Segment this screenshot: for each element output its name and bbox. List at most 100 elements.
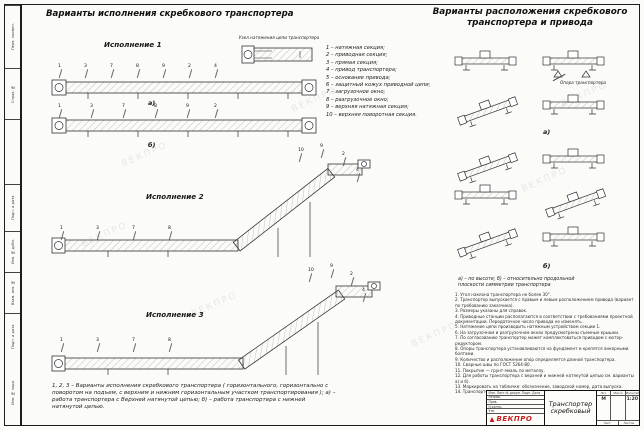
conveyor-drawing-1b [51, 117, 317, 137]
stamp-prov: Пров. [487, 400, 544, 405]
mini-diagram-8 [543, 182, 608, 223]
callout-number: 8 [136, 64, 139, 69]
callout-number: 2 [214, 104, 217, 109]
parts-legend: 1 – натяжная секция;2 – приводная секция… [326, 45, 471, 119]
callout-number: 7 [132, 338, 135, 343]
mass-value [611, 396, 626, 420]
page-title-left: Варианты исполнения скребкового транспор… [46, 9, 294, 19]
note-line: 2. Транспортер выпускается с правым и ле… [455, 297, 634, 308]
callout-number: 9 [162, 64, 165, 69]
margin-cell-label: Инв. № подл. [11, 379, 15, 406]
callout-number: 1 [58, 104, 61, 109]
mass-header: Масса [611, 391, 626, 395]
bottom-note: 1, 2, 3 – Варианты исполнения скребковог… [52, 383, 364, 411]
callout-number: 3 [96, 226, 99, 231]
callout-number: 8 [168, 338, 171, 343]
mini-diagram-9 [455, 222, 520, 263]
stamp-razrab: Разраб. [487, 396, 544, 401]
callout-number: 4 [356, 168, 359, 173]
note-line: 1. Угол наклона транспортера не более 30… [455, 292, 552, 297]
callout-number: 3 [84, 64, 87, 69]
caption-line: а) – по высоте; б) – относительно продол… [458, 277, 575, 282]
note-line: 7. По согласованию транспортер может ком… [455, 335, 624, 346]
label-tension-unit: Узел натяжения цепи транспортера [238, 35, 320, 40]
sheet-label: Лист [597, 421, 619, 425]
margin-cell-label: Подп. и дата [5, 313, 21, 360]
callout-number: 1 [60, 338, 63, 343]
title-block: Изм. Лист № докум. Подп. Дата Разраб. Пр… [486, 390, 640, 426]
margin-cell-label: Перв. примен. [5, 5, 21, 68]
bottom-note-line: работа транспортера с Верхней натянутой … [52, 397, 306, 403]
legend-item: 4 – привод транспортера; [326, 67, 397, 74]
logo-text: ВЕКПРО [496, 415, 533, 424]
lit-header: Лит. [597, 391, 612, 395]
callout-number: 9 [186, 104, 189, 109]
label-right-variant-a: а) [543, 128, 551, 136]
scale-header: Масштаб [625, 391, 639, 395]
company-logo: ВЕКПРО [487, 414, 544, 425]
callout-number: 10 [298, 148, 304, 153]
note-line: 5. Натяжение цепи производить натяжным у… [455, 324, 601, 330]
mini-diagram-6 [542, 148, 605, 169]
callout-number: 1 [58, 64, 61, 69]
mini-diagram-4 [542, 94, 605, 115]
callout-number: 8 [168, 226, 171, 231]
title-block-signatures: Изм. Лист № докум. Подп. Дата Разраб. Пр… [487, 391, 545, 425]
label-right-variant-b: б) [543, 262, 551, 270]
stamp-header-row: Изм. Лист № докум. Подп. Дата [487, 391, 544, 396]
margin-cell-label: Инв. № дубл. [5, 231, 21, 272]
margin-cell-label [5, 119, 21, 184]
legend-item: 5 – основание привода; [326, 74, 391, 81]
legend-item: 3 – прямая секция; [326, 59, 378, 66]
callout-number: 2 [342, 152, 345, 157]
mini-diagram-7 [454, 184, 517, 205]
callout-number: 10 [308, 268, 314, 273]
legend-item: 9 – верхняя натяжная секция; [326, 104, 409, 111]
mini-diagram-2 [542, 50, 605, 78]
title-block-attributes: Лит. Масса Масштаб М 1:20 Лист Листов [597, 391, 639, 425]
label-variant-b: б) [148, 141, 156, 149]
callout-number: 3 [90, 104, 93, 109]
note-line: 9. Количество и расположение опор опреде… [455, 356, 616, 362]
stamp-nkontr: Н.контр. [487, 405, 544, 410]
note-line: 10. Сварные швы по ГОСТ 5264-80. [455, 362, 531, 368]
mini-diagram-10 [542, 226, 605, 247]
note-line: 8. Опоры транспортера устанавливаются на… [455, 346, 629, 357]
page-title-right: Варианты расположения скребкового трансп… [424, 7, 636, 28]
legend-item: 6 – защитный кожух приводной цепи; [326, 82, 431, 89]
mini-diagram-3 [455, 90, 520, 131]
legend-item: 7 – загрузочное окно; [326, 89, 386, 96]
scale-value: 1:20 [626, 397, 639, 402]
mini-diagram-5 [455, 146, 520, 187]
legend-item: 2 – приводная секция; [326, 52, 388, 59]
legend-item: 10 – верхняя поворотная секция. [326, 111, 417, 118]
legend-item: 8 – разгрузочное окно; [326, 96, 389, 103]
tension-unit-detail-drawing [241, 45, 313, 64]
callout-number: 4 [214, 64, 217, 69]
callout-number: 7 [132, 226, 135, 231]
bottom-note-line: натянутой цепью. [52, 404, 105, 410]
label-execution-2: Исполнение 2 [146, 192, 204, 201]
note-line: 13. Маркировать на табличке: обозначение… [455, 383, 623, 389]
sheets-label: Листов [623, 421, 634, 425]
margin-cell-label: Взам. инв. № [5, 272, 21, 313]
callout-number: 4 [362, 288, 365, 293]
note-line: 6. На загрузочном и разгрузочном окнах п… [455, 329, 620, 335]
right-caption: а) – по высоте; б) – относительно продол… [458, 277, 636, 289]
drawing-frame [20, 4, 640, 426]
note-line: 4. Приводные станции располагаются в соо… [455, 313, 633, 325]
mini-diagram-1 [454, 50, 517, 71]
callout-number: 9 [320, 144, 323, 149]
bottom-note-line: поворотом на подъем, с верхним и нижним … [52, 390, 336, 396]
technical-notes: 1. Угол наклона транспортера не более 30… [455, 292, 637, 395]
legend-item: 1 – натяжная секция; [326, 45, 385, 51]
bottom-note-line: 1, 2, 3 – Варианты исполнения скребковог… [52, 383, 329, 389]
stamp-utv: Утв. [487, 409, 544, 414]
callout-number: 7 [110, 64, 113, 69]
page-title-right-line1: Варианты расположения скребкового [432, 7, 628, 17]
label-execution-1: Исполнение 1 [104, 40, 162, 49]
label-conveyor-support: Опора транспортера [560, 80, 607, 85]
lit-value: М [597, 396, 612, 420]
callout-number: 3 [96, 338, 99, 343]
